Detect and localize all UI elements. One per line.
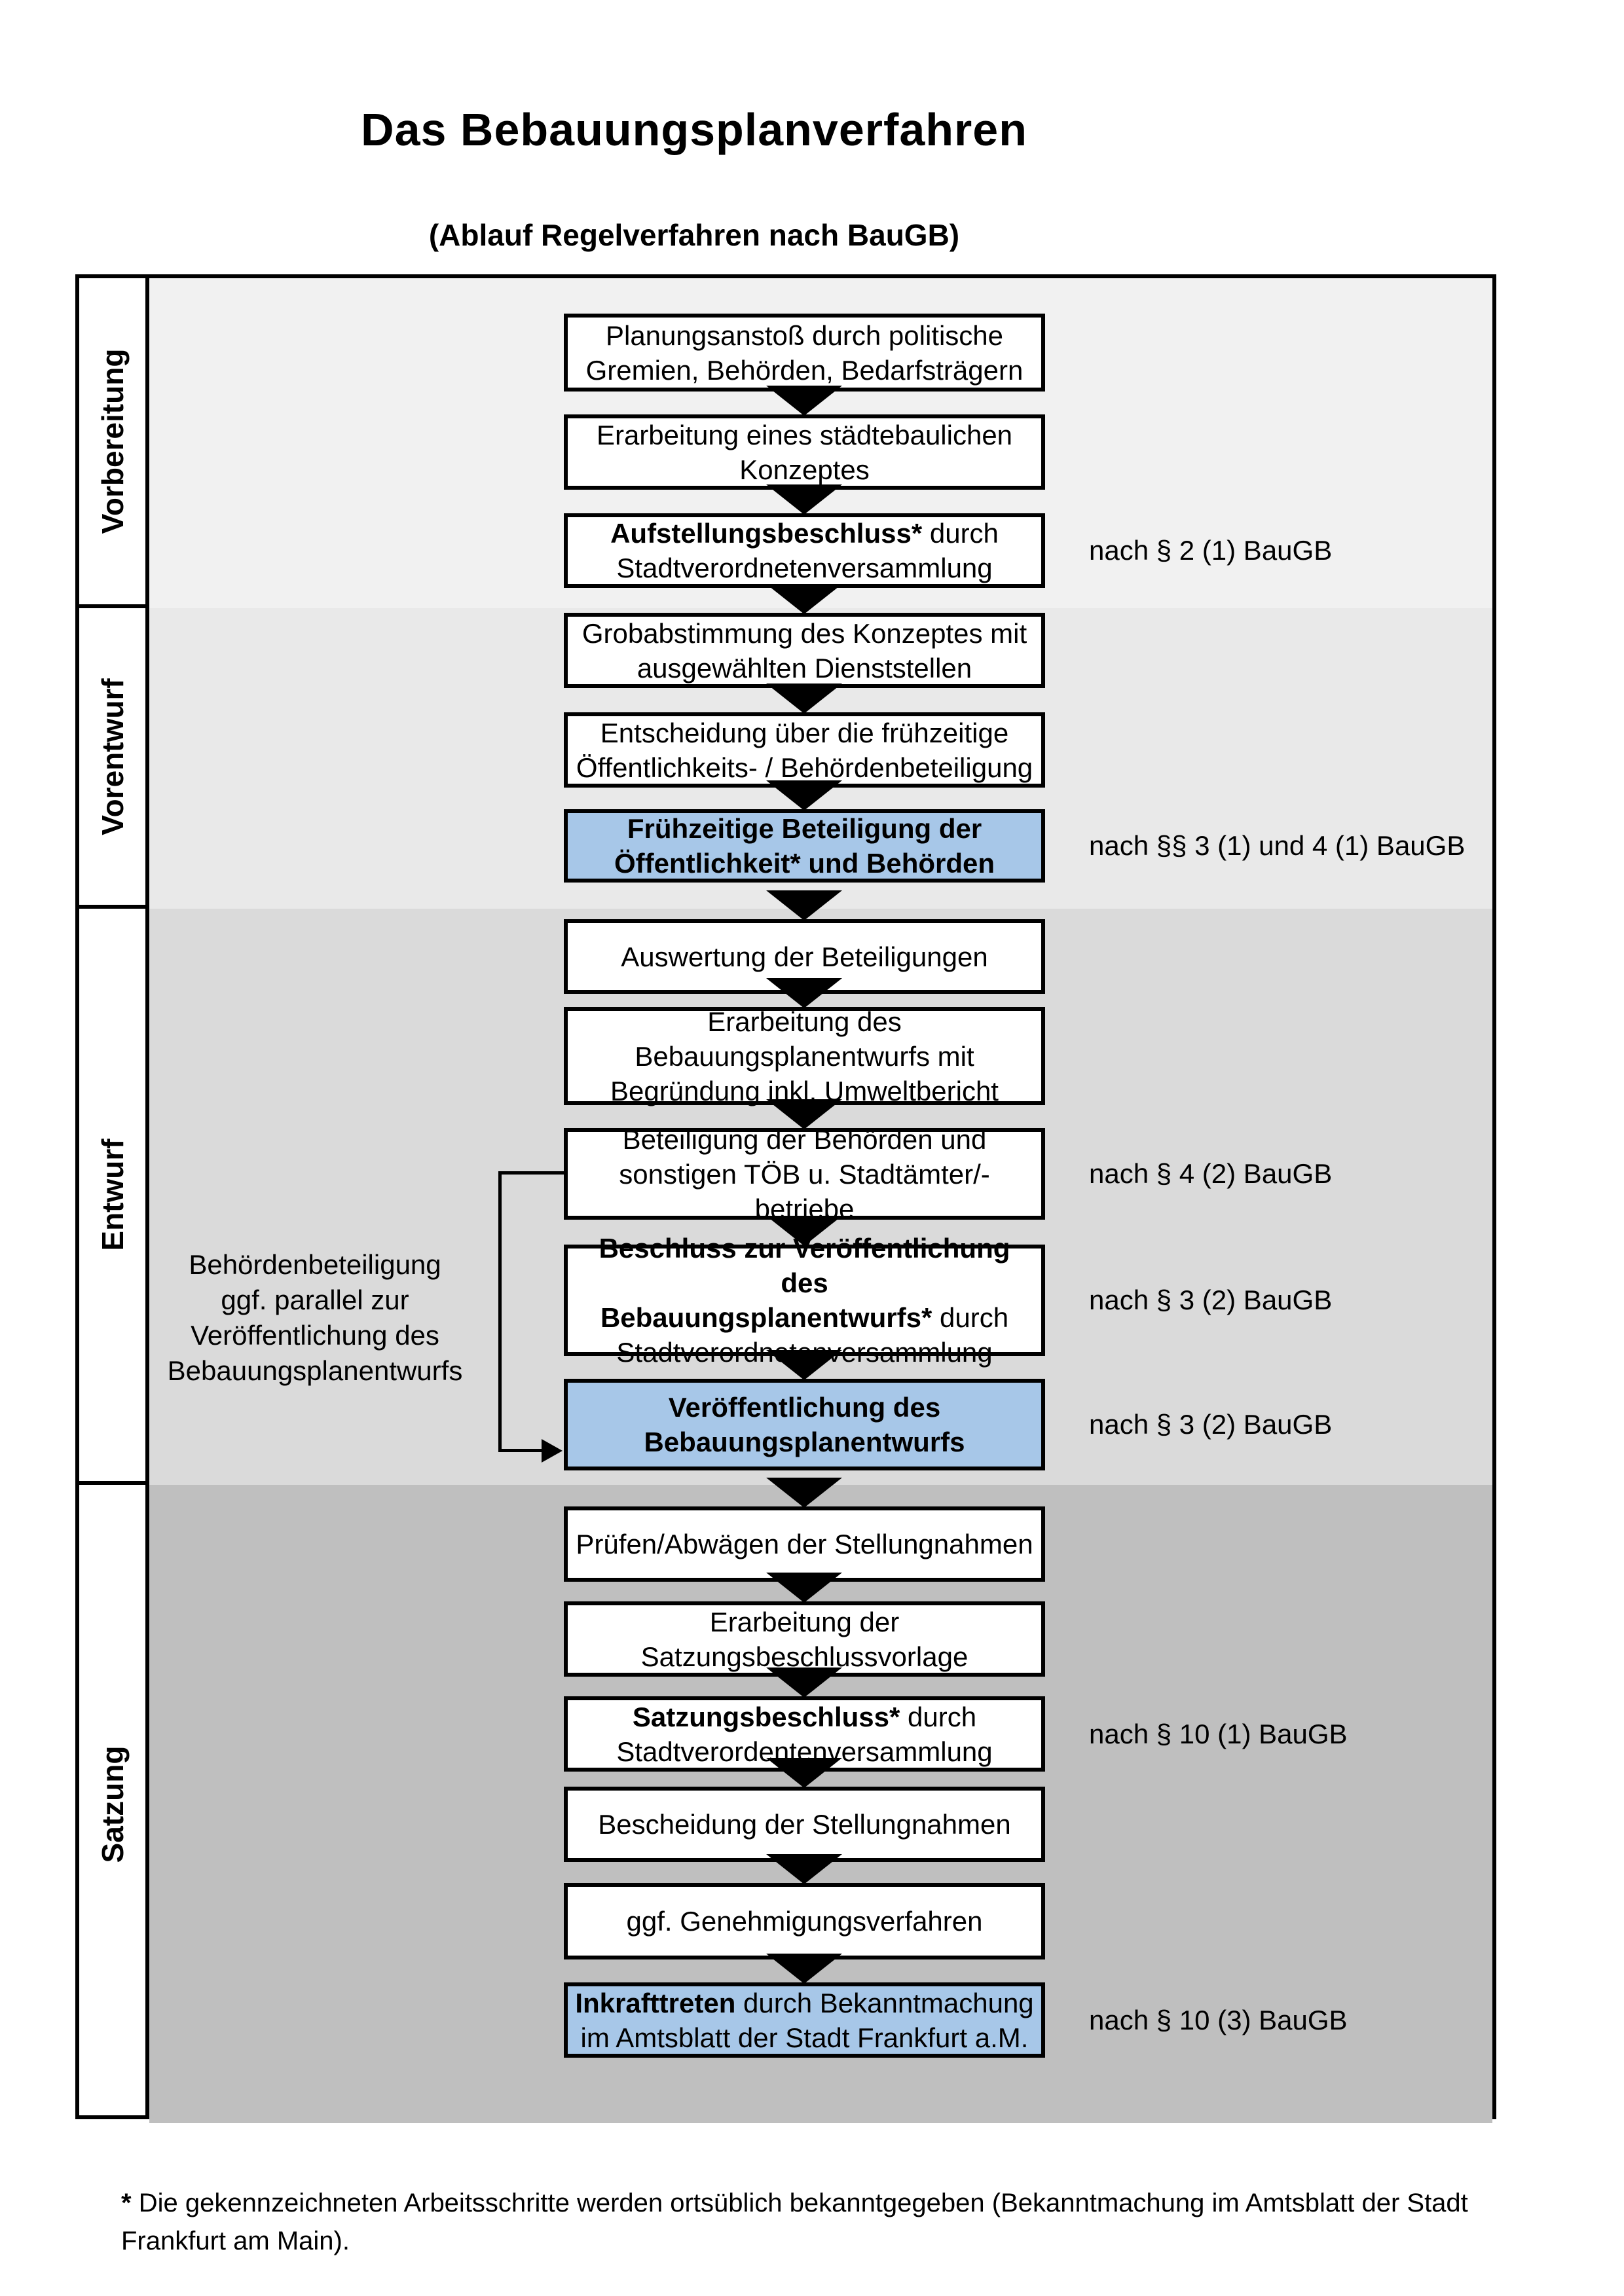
- legal-reference: nach §§ 3 (1) und 4 (1) BauGB: [1089, 830, 1466, 861]
- phase-label-vorbereitung: Vorbereitung: [79, 278, 145, 608]
- flow-step: Beteiligung der Behörden und sonstigen T…: [564, 1124, 1045, 1224]
- flow-step: ggf. Genehmigungsverfahren: [564, 1883, 1045, 1959]
- flow-step-text: Auswertung der Beteiligungen: [621, 941, 988, 972]
- flow-step-text: Veröffentlichung des Bebauungsplanentwur…: [644, 1392, 965, 1457]
- flow-step-text: Erarbeitung der Satzungsbeschlussvorlage: [640, 1606, 969, 1672]
- phase-label-text: Vorentwurf: [95, 678, 130, 835]
- parallel-connector-vertical-line: [498, 1171, 502, 1452]
- flow-step-text: Erarbeitung eines städtebaulichen Konzep…: [596, 419, 1013, 485]
- arrow-down-icon: [766, 1478, 842, 1508]
- legal-reference: nach § 3 (2) BauGB: [1089, 1409, 1333, 1440]
- flow-step-text: Grobabstimmung des Konzeptes mit ausgewä…: [581, 617, 1027, 683]
- phase-label-text: Satzung: [95, 1745, 130, 1863]
- flow-step-highlighted: Inkrafttreten durch Bekanntmachung im Am…: [564, 1982, 1045, 2058]
- arrow-down-icon: [766, 1216, 842, 1246]
- arrow-down-icon: [766, 1758, 842, 1788]
- phase-label-vorentwurf: Vorentwurf: [79, 608, 145, 909]
- flow-step: Beschluss zur Veröffentlichung des Bebau…: [564, 1233, 1045, 1368]
- flow-step-text: Frühzeitige Beteiligung der Öffentlichke…: [614, 813, 995, 879]
- arrow-down-icon: [766, 484, 842, 515]
- legal-reference: nach § 10 (3) BauGB: [1089, 2004, 1348, 2035]
- parallel-connector-bottom-line: [498, 1449, 545, 1452]
- arrow-down-icon: [766, 1954, 842, 1984]
- legal-reference: nach § 3 (2) BauGB: [1089, 1285, 1333, 1315]
- arrow-down-icon: [766, 386, 842, 416]
- flow-step: Aufstellungsbeschluss* durch Stadtverord…: [564, 513, 1045, 588]
- arrow-down-icon: [766, 1854, 842, 1884]
- arrow-down-icon: [766, 1099, 842, 1129]
- flowchart-frame: Vorbereitung Vorentwurf Entwurf Satzung …: [75, 274, 1496, 2123]
- flow-step-text: Planungsanstoß durch politische Gremien,…: [585, 319, 1024, 386]
- flow-step: Erarbeitung eines städtebaulichen Konzep…: [564, 414, 1045, 490]
- flow-step-text: Entscheidung über die frühzeitige Öffent…: [576, 717, 1033, 783]
- footnote-asterisk: *: [121, 2189, 132, 2217]
- legal-reference: nach § 2 (1) BauGB: [1089, 535, 1333, 566]
- legal-reference: nach § 10 (1) BauGB: [1089, 1718, 1348, 1749]
- phase-label-text: Vorbereitung: [95, 348, 130, 534]
- flow-step: Auswertung der Beteiligungen: [564, 919, 1045, 994]
- arrow-down-icon: [766, 780, 842, 811]
- parallel-connector-top-line: [498, 1171, 564, 1175]
- arrow-down-icon: [766, 683, 842, 714]
- phase-label-column: Vorbereitung Vorentwurf Entwurf Satzung: [79, 278, 149, 2115]
- flow-step-text: Inkrafttreten durch Bekanntmachung im Am…: [575, 1987, 1034, 2053]
- legal-reference: nach § 4 (2) BauGB: [1089, 1158, 1333, 1189]
- flow-step-text: Beteiligung der Behörden und sonstigen T…: [619, 1123, 990, 1224]
- flow-step: Planungsanstoß durch politische Gremien,…: [564, 314, 1045, 392]
- arrow-down-icon: [766, 1573, 842, 1603]
- arrow-down-icon: [766, 1667, 842, 1698]
- flow-step-text: Satzungsbeschluss* durch Stadtverordente…: [616, 1701, 993, 1767]
- footnote: * Die gekennzeichneten Arbeitsschritte w…: [121, 2146, 1506, 2260]
- flow-step: Bescheidung der Stellungnahmen: [564, 1787, 1045, 1862]
- page-title: Das Bebauungsplanverfahren: [361, 104, 1027, 155]
- flow-step-text: Erarbeitung des Bebauungsplanentwurfs mi…: [610, 1006, 999, 1106]
- flow-step: Erarbeitung des Bebauungsplanentwurfs mi…: [564, 1006, 1045, 1106]
- flow-step-text: Prüfen/Abwägen der Stellungnahmen: [576, 1529, 1033, 1559]
- footnote-text: Die gekennzeichneten Arbeitsschritte wer…: [121, 2189, 1468, 2255]
- flow-step: Prüfen/Abwägen der Stellungnahmen: [564, 1506, 1045, 1582]
- arrow-down-icon: [766, 584, 842, 614]
- arrow-down-icon: [766, 890, 842, 920]
- flow-step-highlighted: Veröffentlichung des Bebauungsplanentwur…: [564, 1379, 1045, 1470]
- phase-label-satzung: Satzung: [79, 1485, 145, 2123]
- phase-label-entwurf: Entwurf: [79, 909, 145, 1485]
- arrow-down-icon: [766, 978, 842, 1008]
- flow-step-text: Beschluss zur Veröffentlichung des Bebau…: [599, 1233, 1010, 1368]
- flow-step: Grobabstimmung des Konzeptes mit ausgewä…: [564, 613, 1045, 688]
- parallel-procedure-note: Behördenbeteiligung ggf. parallel zur Ve…: [167, 1249, 463, 1386]
- flow-step-text: ggf. Genehmigungsverfahren: [626, 1906, 983, 1937]
- flow-step-text: Aufstellungsbeschluss* durch Stadtverord…: [610, 518, 999, 583]
- flow-step-highlighted: Frühzeitige Beteiligung der Öffentlichke…: [564, 809, 1045, 883]
- phase-label-text: Entwurf: [95, 1139, 130, 1251]
- page-subtitle: (Ablauf Regelverfahren nach BauGB): [428, 218, 960, 252]
- flow-step: Entscheidung über die frühzeitige Öffent…: [564, 712, 1045, 788]
- arrow-down-icon: [766, 1350, 842, 1380]
- flow-step-text: Bescheidung der Stellungnahmen: [598, 1809, 1011, 1840]
- flow-step: Erarbeitung der Satzungsbeschlussvorlage: [564, 1601, 1045, 1677]
- arrow-right-icon: [542, 1439, 563, 1463]
